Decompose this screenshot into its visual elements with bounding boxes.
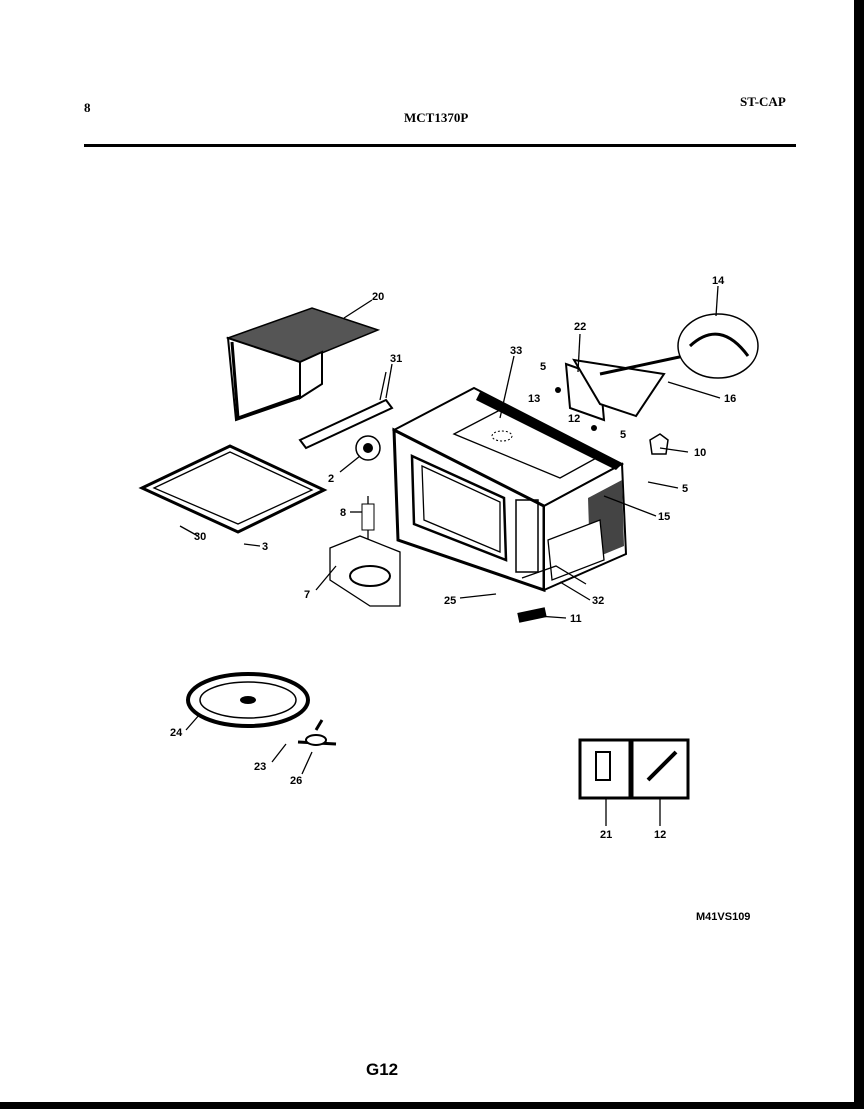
part-label-33: 33 (510, 345, 522, 357)
part-label-23: 23 (254, 761, 266, 773)
part-label-30: 30 (194, 531, 206, 543)
outer-cover-part (225, 307, 381, 422)
part-label-3: 3 (262, 541, 268, 553)
control-bracket-part (555, 354, 685, 431)
part-label-32: 32 (592, 595, 604, 607)
category-label: ST-CAP (740, 94, 786, 109)
leader-lines (179, 285, 721, 826)
accessory-box-12 (630, 738, 690, 800)
part-label-10: 10 (694, 447, 706, 459)
part-label-5b: 5 (620, 429, 626, 441)
drawing-code: M41VS109 (696, 911, 750, 923)
part-label-7: 7 (304, 589, 310, 601)
rail-part (298, 371, 394, 450)
part-label-8: 8 (340, 507, 346, 519)
part-label-12a: 12 (568, 413, 580, 425)
part-label-14: 14 (712, 275, 725, 287)
fitting-detail (339, 435, 381, 473)
page-number: 8 (84, 100, 91, 115)
accessory-box-21 (578, 738, 632, 800)
part-label-31: 31 (390, 353, 402, 365)
part-label-11: 11 (570, 613, 582, 625)
part-label-12b: 12 (654, 829, 666, 841)
part-label-5a: 5 (540, 361, 546, 373)
part-label-25: 25 (444, 595, 456, 607)
door-frame-part (138, 444, 328, 534)
part-label-21: 21 (600, 829, 612, 841)
oven-cabinet (391, 386, 628, 593)
header-rule (84, 144, 796, 147)
part-label-5c: 5 (682, 483, 688, 495)
model-number: MCT1370P (404, 110, 469, 125)
part-label-2: 2 (328, 473, 334, 485)
part-label-24: 24 (170, 727, 183, 739)
part-label-22: 22 (574, 321, 586, 333)
page-code: G12 (366, 1060, 398, 1079)
turntable-tray-part (186, 672, 310, 728)
roller-guide-part (297, 719, 337, 746)
part-label-16: 16 (724, 393, 736, 405)
part-label-15: 15 (658, 511, 670, 523)
part-label-13: 13 (528, 393, 540, 405)
door-latch-detail (677, 313, 759, 379)
turntable-support-part (329, 496, 401, 607)
part-label-20: 20 (372, 291, 384, 303)
cap-part (649, 433, 669, 455)
part-label-26: 26 (290, 775, 302, 787)
switch-part (517, 607, 547, 623)
